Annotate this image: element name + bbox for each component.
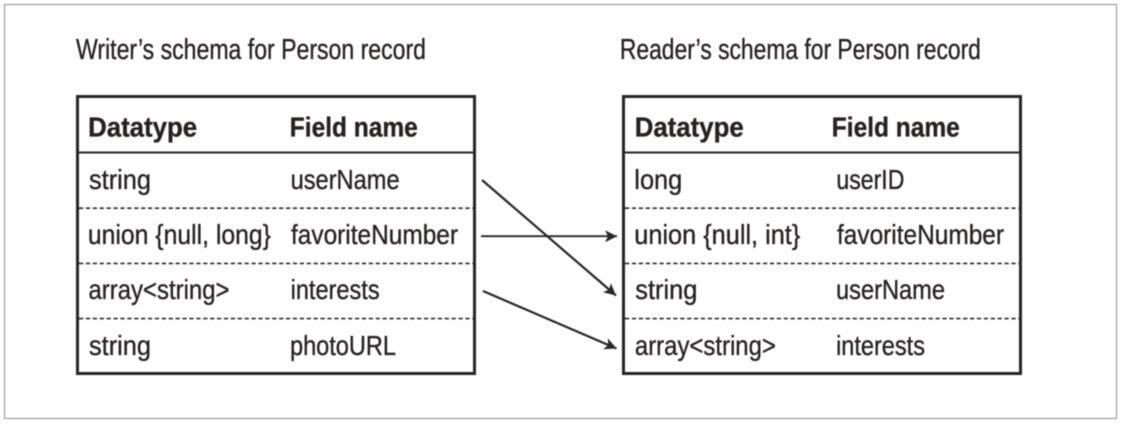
svg-text:long: long [634, 164, 682, 195]
svg-text:array<string>: array<string> [89, 274, 230, 305]
svg-text:userID: userID [836, 164, 904, 195]
svg-text:interests: interests [836, 330, 925, 361]
svg-text:favoriteNumber: favoriteNumber [837, 219, 1004, 250]
svg-text:Datatype: Datatype [88, 112, 197, 143]
svg-text:favoriteNumber: favoriteNumber [291, 219, 458, 250]
svg-text:union {null, int}: union {null, int} [634, 219, 800, 250]
svg-text:interests: interests [291, 274, 380, 305]
svg-text:string: string [89, 164, 151, 195]
svg-text:userName: userName [836, 274, 945, 305]
svg-text:Datatype: Datatype [635, 112, 744, 143]
svg-text:Writer’s schema for Person rec: Writer’s schema for Person record [76, 34, 426, 66]
svg-text:Field name: Field name [832, 112, 960, 143]
svg-text:userName: userName [291, 164, 400, 195]
svg-text:string: string [89, 330, 151, 361]
svg-text:array<string>: array<string> [635, 330, 776, 361]
svg-text:Field name: Field name [290, 112, 418, 143]
svg-text:string: string [635, 274, 697, 305]
svg-text:Reader’s schema for Person rec: Reader’s schema for Person record [620, 34, 981, 66]
svg-text:photoURL: photoURL [290, 330, 396, 361]
svg-text:union {null, long}: union {null, long} [88, 219, 271, 250]
